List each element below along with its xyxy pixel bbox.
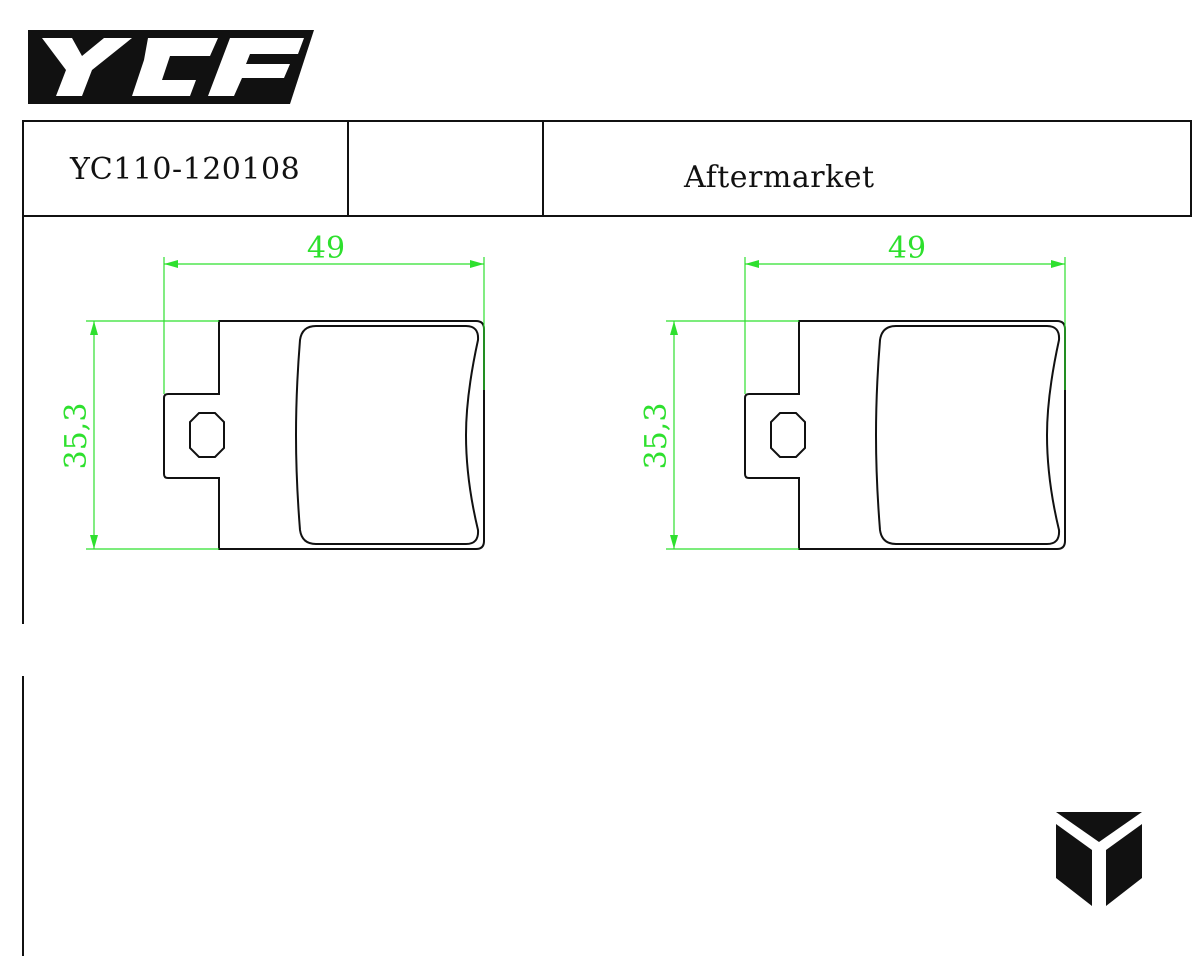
part-number: YC110-120108 [70, 152, 301, 187]
height-dimension-right: 35,3 [639, 403, 674, 470]
y-mark-icon [1056, 812, 1142, 906]
header-table [22, 120, 1192, 956]
dimensions-left [86, 257, 485, 550]
height-dimension-left: 35,3 [59, 403, 94, 470]
type-label: Aftermarket [684, 160, 875, 195]
width-dimension-left: 49 [307, 231, 345, 266]
width-dimension-right: 49 [888, 231, 926, 266]
ycf-logo [28, 30, 314, 104]
brake-pad-right [744, 320, 1066, 550]
dimensions-right [666, 257, 1066, 550]
brake-pad-left [163, 320, 485, 550]
